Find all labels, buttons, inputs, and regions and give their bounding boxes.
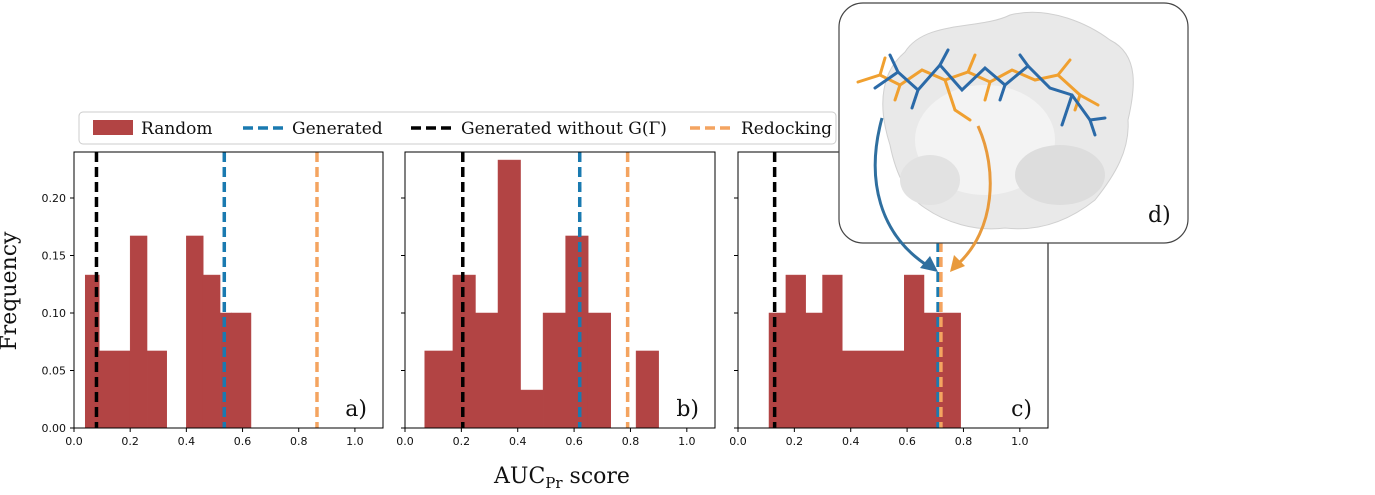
generated-ligand-bond [1018, 53, 1030, 68]
legend-label-random: Random [141, 119, 213, 139]
x-tick-label: 0.4 [842, 435, 860, 448]
x-axis-title-main: AUC [493, 464, 545, 489]
x-tick-label: 0.8 [622, 435, 640, 448]
y-tick-label: 0.15 [42, 250, 67, 263]
histogram-bar [940, 312, 961, 429]
generated-arrow-head [920, 256, 938, 272]
generated-arrow [873, 117, 929, 268]
legend-frame [78, 111, 837, 145]
legend-swatch-random [93, 120, 133, 135]
y-tick-label: 0.05 [42, 365, 67, 378]
redocked-ligand-backbone [856, 68, 1100, 107]
x-tick-label: 0.0 [65, 435, 83, 448]
generated-ligand [873, 48, 1107, 137]
histogram-bar [635, 350, 659, 429]
panel-c: 0.0 0.2 0.4 0.6 0.8 1.0 c) [729, 151, 1049, 448]
histogram-bar [202, 274, 221, 429]
histogram-bar [99, 350, 131, 429]
histogram-bar [842, 350, 905, 429]
redocked-ligand-bond [966, 53, 977, 74]
histogram-bar [768, 312, 787, 429]
panel-b: 0.0 0.2 0.4 0.6 0.8 1.0 b) [396, 151, 716, 448]
generated-ligand-bond [888, 53, 900, 74]
histogram-bar [805, 312, 823, 429]
histogram-bar [520, 389, 544, 429]
panel-label: a) [345, 397, 367, 422]
histogram-bar [587, 312, 611, 429]
legend-label-redocking: Redocking [741, 119, 832, 139]
redocked-ligand [856, 53, 1100, 122]
x-tick-label: 0.6 [565, 435, 583, 448]
x-tick-label: 1.0 [346, 435, 364, 448]
histogram-bar [475, 312, 499, 429]
legend: Random Generated Generated without G(Γ) … [78, 111, 837, 145]
histogram-bar [146, 350, 167, 429]
generated-ligand-bond [1060, 93, 1074, 127]
redocked-ligand-bond [983, 80, 992, 102]
y-axis-title: Frequency [0, 231, 22, 351]
y-tick-label: 0.10 [42, 307, 67, 320]
redocking-arrow [956, 125, 992, 266]
histogram-bar [542, 312, 566, 429]
panel-label: b) [676, 397, 699, 422]
histogram-bar [424, 350, 454, 429]
histogram-bar [231, 312, 252, 429]
x-tick-label: 1.0 [1011, 435, 1029, 448]
generated-ligand-bond [1088, 118, 1097, 137]
generated-ligand-bond [938, 48, 950, 67]
x-tick-label: 0.0 [729, 435, 747, 448]
axes-frame [404, 151, 716, 429]
y-tick-label: 0.20 [42, 192, 67, 205]
histogram-bar [565, 235, 589, 429]
x-tick-label: 0.8 [955, 435, 973, 448]
inset-arrows [873, 117, 992, 272]
redocking-arrow-head [950, 255, 965, 272]
generated-ligand-bond [910, 88, 920, 110]
x-tick-label: 1.0 [678, 435, 696, 448]
histogram-bar [822, 274, 843, 429]
redocked-ligand-bond [1056, 58, 1072, 77]
histogram-bar [904, 274, 925, 429]
protein-surface [882, 11, 1134, 230]
histogram-bar [186, 235, 204, 429]
histogram-bar [785, 274, 806, 429]
legend-label-generated-without: Generated without G(Γ) [461, 119, 667, 139]
x-tick-label: 0.4 [509, 435, 527, 448]
x-tick-label: 0.2 [786, 435, 804, 448]
x-tick-label: 0.8 [290, 435, 308, 448]
inset-panel-d: d) [838, 2, 1189, 244]
redocked-ligand-bond [953, 108, 972, 122]
x-axis-title-subscript: Pr [545, 474, 563, 492]
redocked-ligand-bond [943, 78, 957, 112]
generated-ligand-bond [998, 83, 1007, 102]
x-tick-label: 0.2 [121, 435, 139, 448]
inset-panel-label: d) [1148, 203, 1171, 228]
x-tick-label: 0.0 [396, 435, 414, 448]
legend-label-generated: Generated [292, 119, 383, 139]
panel-a: 0.0 0.2 0.4 0.6 0.8 1.0 0.00 0.05 0.10 0.15 0.20 a) [42, 151, 384, 448]
x-tick-label: 0.2 [453, 435, 471, 448]
panel-label: c) [1011, 397, 1032, 422]
x-tick-label: 0.6 [234, 435, 252, 448]
protein-surface-lobe [900, 155, 960, 205]
histogram-bar [129, 235, 148, 429]
x-tick-label: 0.4 [178, 435, 196, 448]
generated-ligand-backbone [873, 62, 1107, 122]
protein-surface-shadow [1015, 145, 1105, 205]
x-axis-title-rest: score [563, 464, 630, 489]
y-tick-label: 0.00 [42, 422, 67, 435]
axes-frame [73, 151, 384, 429]
redocked-ligand-bond [893, 83, 902, 102]
histogram-bar [497, 159, 521, 429]
redocked-ligand-bond [878, 56, 887, 77]
x-axis-title: AUCPr score [493, 464, 630, 492]
x-tick-label: 0.6 [898, 435, 916, 448]
